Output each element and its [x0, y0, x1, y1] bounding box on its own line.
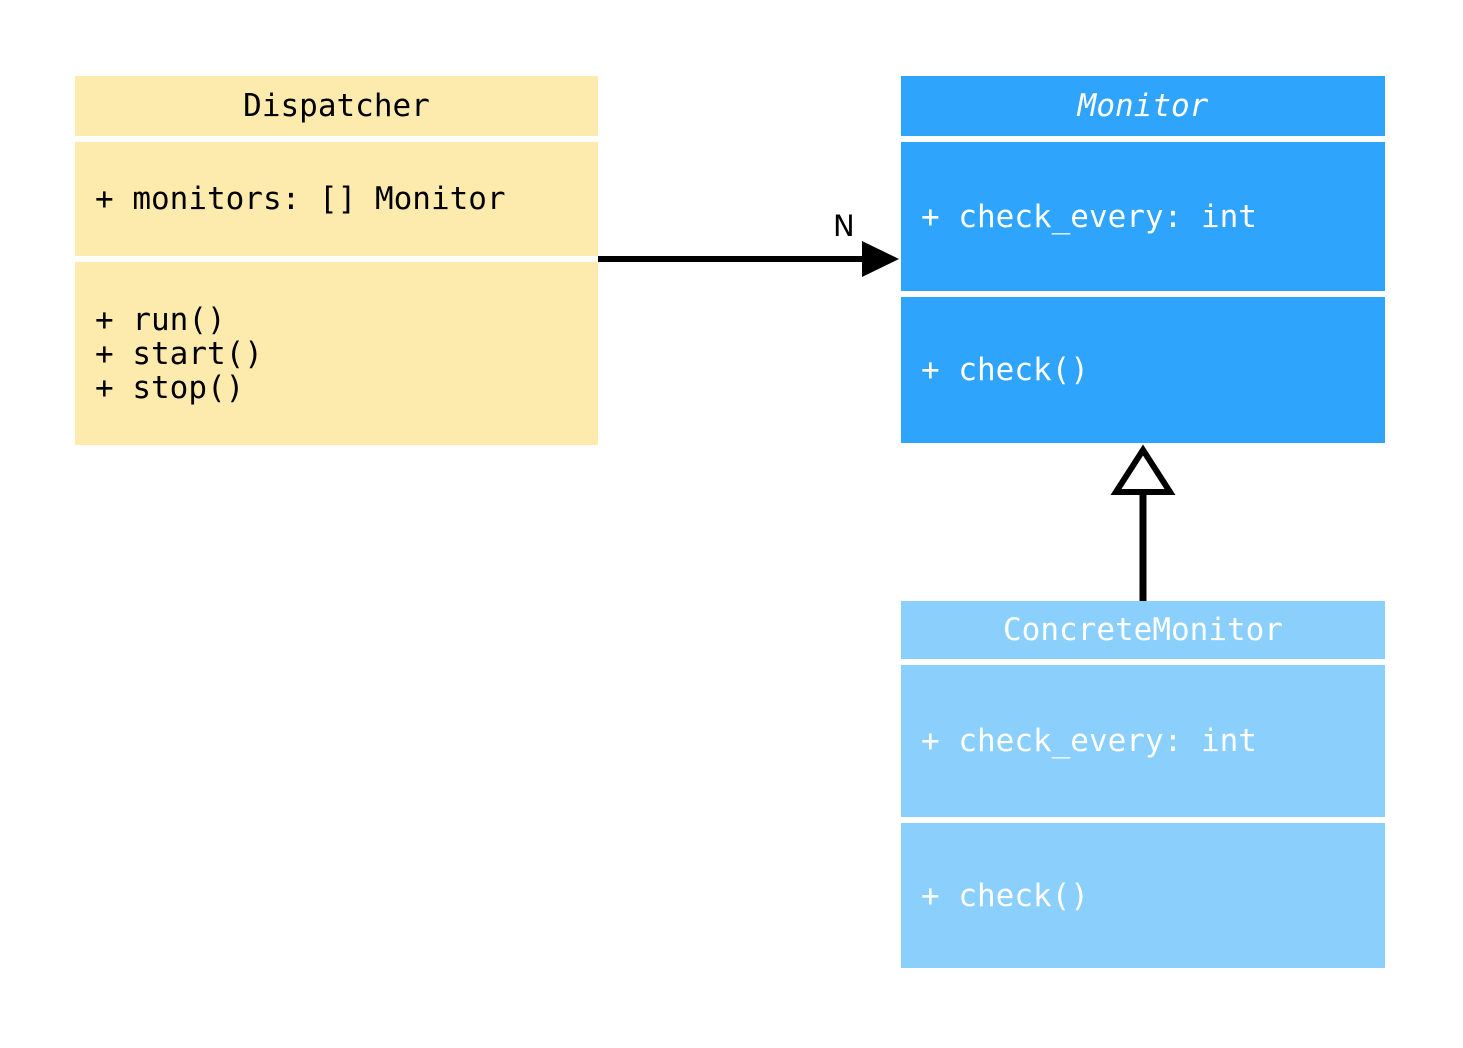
compartment-separator: [75, 136, 598, 142]
method-list-dispatcher: + run() + start() + stop(): [95, 301, 263, 406]
class-name-dispatcher: Dispatcher: [243, 88, 430, 124]
association-dispatcher-to-monitor: [598, 241, 899, 277]
method-list-monitor: + check(): [921, 352, 1089, 388]
compartment-separator: [901, 817, 1385, 823]
method-list-concretemonitor: + check(): [921, 877, 1089, 914]
multiplicity-label-n: N: [833, 209, 855, 243]
compartment-separator: [901, 291, 1385, 297]
class-header-monitor: Monitor: [901, 76, 1385, 136]
compartment-separator: [901, 659, 1385, 665]
association-arrowhead-icon: [862, 241, 899, 277]
class-box-concretemonitor[interactable]: ConcreteMonitor + check_every: int + che…: [901, 601, 1385, 968]
class-name-monitor: Monitor: [1077, 88, 1209, 124]
attribute-list-dispatcher: + monitors: [] Monitor: [95, 181, 506, 217]
class-attributes-concretemonitor: + check_every: int: [901, 665, 1385, 817]
class-name-concretemonitor: ConcreteMonitor: [1003, 612, 1283, 648]
attribute-list-monitor: + check_every: int: [921, 198, 1257, 235]
class-attributes-dispatcher: + monitors: [] Monitor: [75, 142, 598, 256]
compartment-separator: [901, 136, 1385, 142]
class-attributes-monitor: + check_every: int: [901, 142, 1385, 291]
class-header-dispatcher: Dispatcher: [75, 76, 598, 136]
class-methods-dispatcher: + run() + start() + stop(): [75, 262, 598, 445]
class-methods-monitor: + check(): [901, 297, 1385, 443]
class-box-dispatcher[interactable]: Dispatcher + monitors: [] Monitor + run(…: [75, 76, 598, 445]
class-header-concretemonitor: ConcreteMonitor: [901, 601, 1385, 659]
class-box-monitor[interactable]: Monitor + check_every: int + check(): [901, 76, 1385, 443]
compartment-separator: [75, 256, 598, 262]
generalization-concretemonitor-to-monitor: [1110, 444, 1176, 601]
attribute-list-concretemonitor: + check_every: int: [921, 723, 1257, 759]
generalization-hollow-triangle-icon: [1110, 444, 1176, 495]
class-methods-concretemonitor: + check(): [901, 823, 1385, 968]
